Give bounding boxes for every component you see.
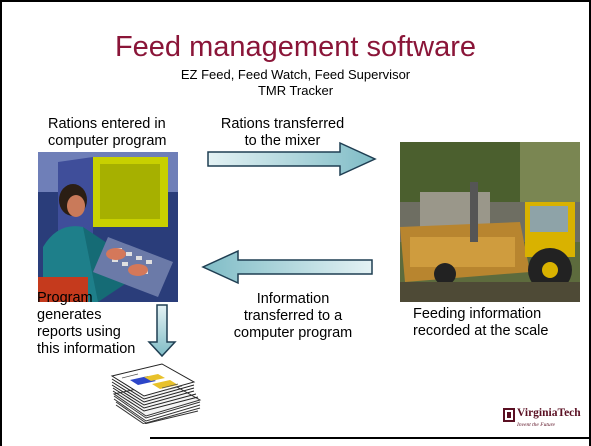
tractor-mixer-icon [400, 142, 580, 302]
label-reports-line-2: generates [37, 307, 102, 323]
label-rations-transferred: Rations transferred to the mixer [210, 116, 355, 150]
vt-seal-icon [503, 408, 515, 422]
label-reports-line-1: Program [37, 290, 93, 306]
label-feeding-info: Feeding information recorded at the scal… [413, 306, 548, 340]
virginia-tech-logo: VirginiaTech Invent the Future [503, 403, 581, 433]
label-info-transferred: Information transferred to a computer pr… [218, 291, 368, 342]
arrow-to-computer [201, 249, 373, 285]
label-info-transferred-line-1: Information [256, 291, 330, 307]
label-rations-entered-line-2: computer program [48, 133, 167, 149]
label-reports-line-4: this information [37, 341, 136, 357]
slide-border-bottom [150, 437, 591, 439]
computer-user-icon [38, 152, 178, 302]
label-reports: Program generates reports using this inf… [37, 290, 135, 358]
label-reports-line-3: reports using [37, 324, 121, 340]
slide-title: Feed management software [114, 31, 477, 63]
label-info-transferred-line-2: transferred to a [243, 308, 343, 324]
logo-tagline: Invent the Future [517, 422, 555, 428]
label-rations-transferred-line-2: to the mixer [244, 133, 321, 149]
report-papers-icon [110, 363, 202, 424]
subtitle-line-2: TMR Tracker [257, 83, 334, 98]
subtitle-line-1: EZ Feed, Feed Watch, Feed Supervisor [180, 67, 411, 82]
slide-border-left [0, 0, 2, 446]
label-rations-entered: Rations entered in computer program [48, 116, 166, 150]
slide-border-right [589, 0, 591, 446]
arrow-to-mixer [207, 141, 377, 177]
label-rations-transferred-line-1: Rations transferred [220, 116, 345, 132]
label-info-transferred-line-3: computer program [233, 325, 353, 341]
slide-border-top [0, 0, 591, 2]
label-rations-entered-line-1: Rations entered in [48, 116, 166, 132]
logo-text: VirginiaTech [517, 407, 581, 419]
label-feeding-info-line-1: Feeding information [413, 306, 542, 322]
label-feeding-info-line-2: recorded at the scale [413, 323, 549, 339]
arrow-to-reports [147, 304, 177, 358]
